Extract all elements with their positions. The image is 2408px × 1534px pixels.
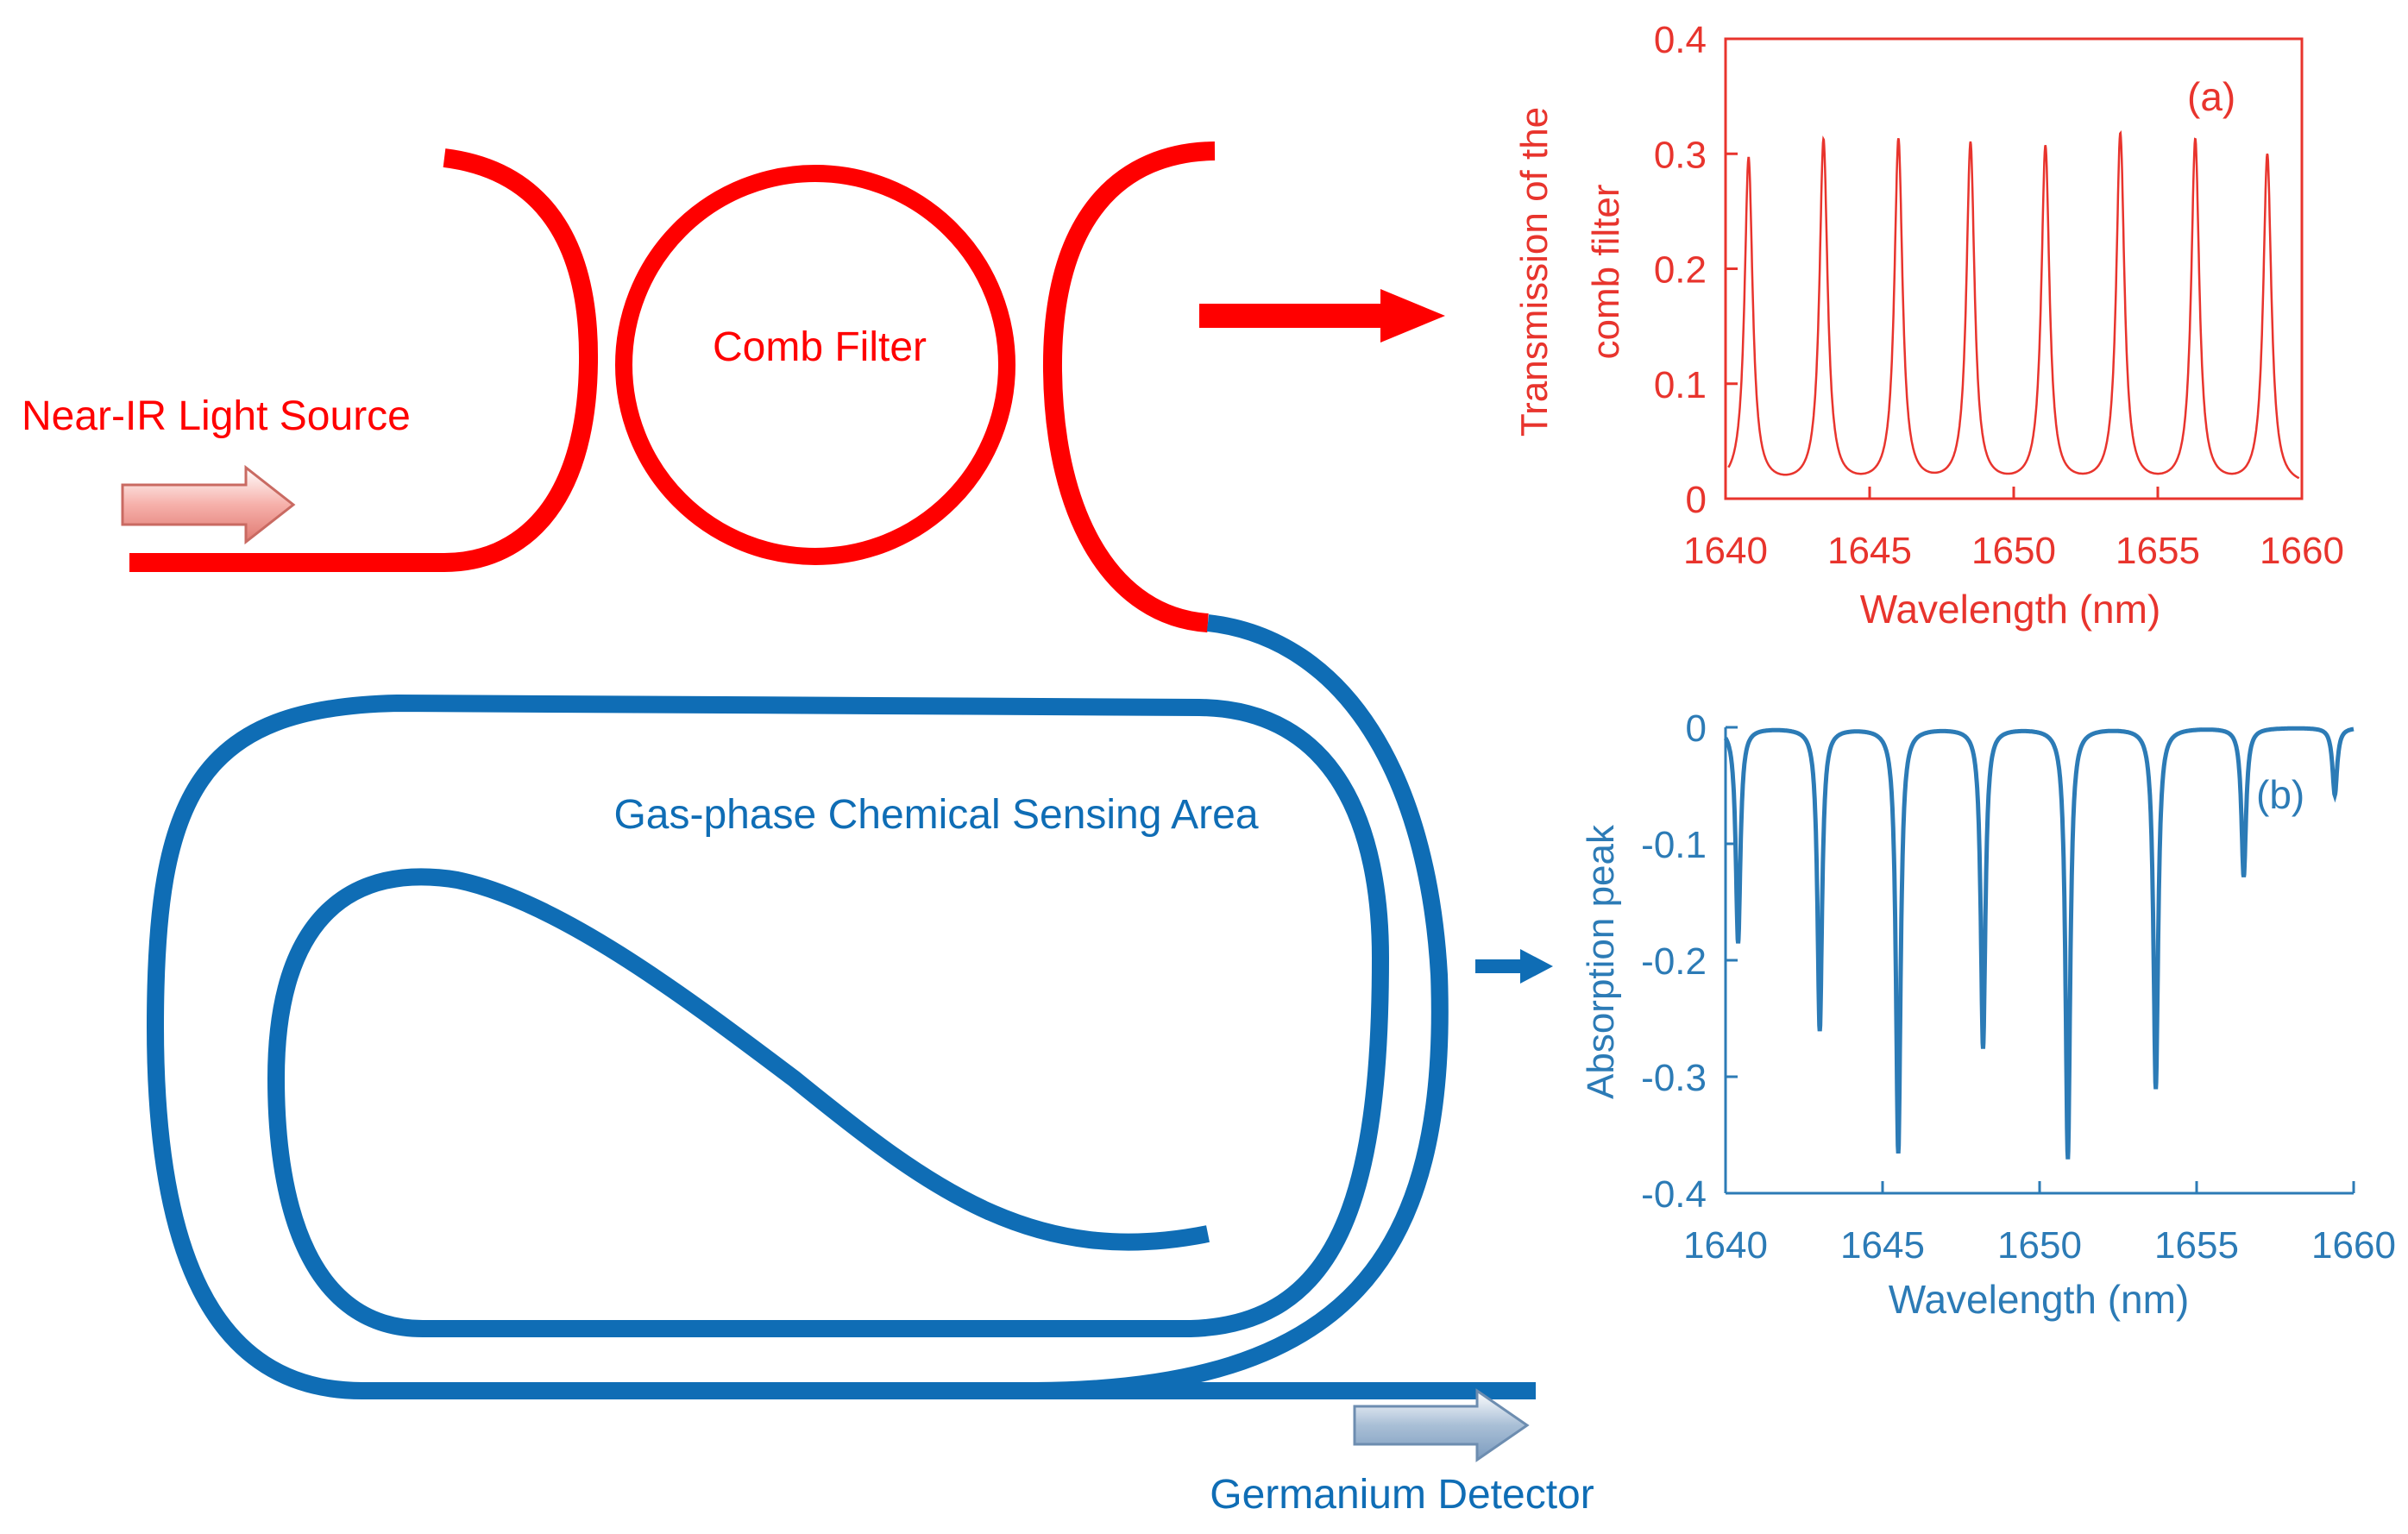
chart-a-ylabel-line1: Transmission of the	[1513, 107, 1556, 437]
chart-a-series-line	[1727, 129, 2300, 480]
chartA-xtick-label: 1660	[2260, 530, 2344, 572]
drop-bus-waveguide-blue	[147, 614, 1449, 1399]
input-bus-waveguide	[129, 148, 599, 572]
chart-b-ylabel: Absorption peak	[1580, 824, 1622, 1099]
sensing-waveguide-section	[147, 614, 1536, 1399]
chartB-xtick-label: 1645	[1840, 1224, 1925, 1267]
chartA-ytick-label: 0.2	[1654, 249, 1707, 292]
chartA-ytick-label: 0.4	[1654, 19, 1707, 61]
chartB-ytick-label: -0.2	[1641, 940, 1707, 983]
chart-b-panel-label: (b)	[2256, 772, 2304, 817]
chartA-xtick-label: 1650	[1971, 530, 2056, 572]
chart-a-panel-label: (a)	[2187, 74, 2235, 119]
chartB-ytick-label: -0.3	[1641, 1057, 1707, 1099]
block-arrow-right-icon	[121, 464, 296, 545]
chart-b-series-line	[1723, 726, 2355, 1160]
chart-a-xlabel: Wavelength (nm)	[1860, 587, 2161, 632]
arrow-right-icon	[1475, 949, 1553, 984]
chartA-xtick-label: 1640	[1683, 530, 1768, 572]
sensing-area-label: Gas-phase Chemical Sensing Area	[613, 792, 1258, 838]
chartA-xtick-label: 1655	[2116, 530, 2200, 572]
chartA-xtick-label: 1645	[1827, 530, 1912, 572]
chartA-ytick-label: 0.1	[1654, 364, 1707, 406]
comb-filter-section	[129, 141, 1216, 632]
comb-filter-ring	[615, 165, 1015, 565]
comb-filter-label: Comb Filter	[713, 324, 927, 370]
source-label: Near-IR Light Source	[22, 393, 411, 439]
chart-b: 0 -0.1 -0.2 -0.3 -0.4 1640 1645 1650 1655 1660 (…	[1580, 707, 2396, 1322]
detector-label: Germanium Detector	[1210, 1472, 1594, 1518]
chartA-ytick-label: 0	[1686, 479, 1707, 521]
chart-a-ylabel-line2: comb filter	[1585, 185, 1627, 360]
chartA-ytick-label: 0.3	[1654, 134, 1707, 176]
chart-a: 0 0.1 0.2 0.3 0.4 1640 1645 1650 1655 1660 (a) W…	[1513, 19, 2344, 632]
chart-b-xlabel: Wavelength (nm)	[1889, 1277, 2190, 1322]
block-arrow-right-icon	[1353, 1388, 1530, 1462]
chartB-ytick-label: -0.4	[1641, 1173, 1707, 1216]
chartB-ytick-label: -0.1	[1641, 824, 1707, 866]
chartB-xtick-label: 1655	[2154, 1224, 2239, 1267]
drop-bus-waveguide-red	[1042, 141, 1216, 632]
chartB-xtick-label: 1660	[2311, 1224, 2396, 1267]
chartB-ytick-label: 0	[1686, 707, 1707, 750]
chartB-xtick-label: 1640	[1683, 1224, 1768, 1267]
chartB-xtick-label: 1650	[1997, 1224, 2082, 1267]
arrow-right-icon	[1199, 289, 1445, 343]
